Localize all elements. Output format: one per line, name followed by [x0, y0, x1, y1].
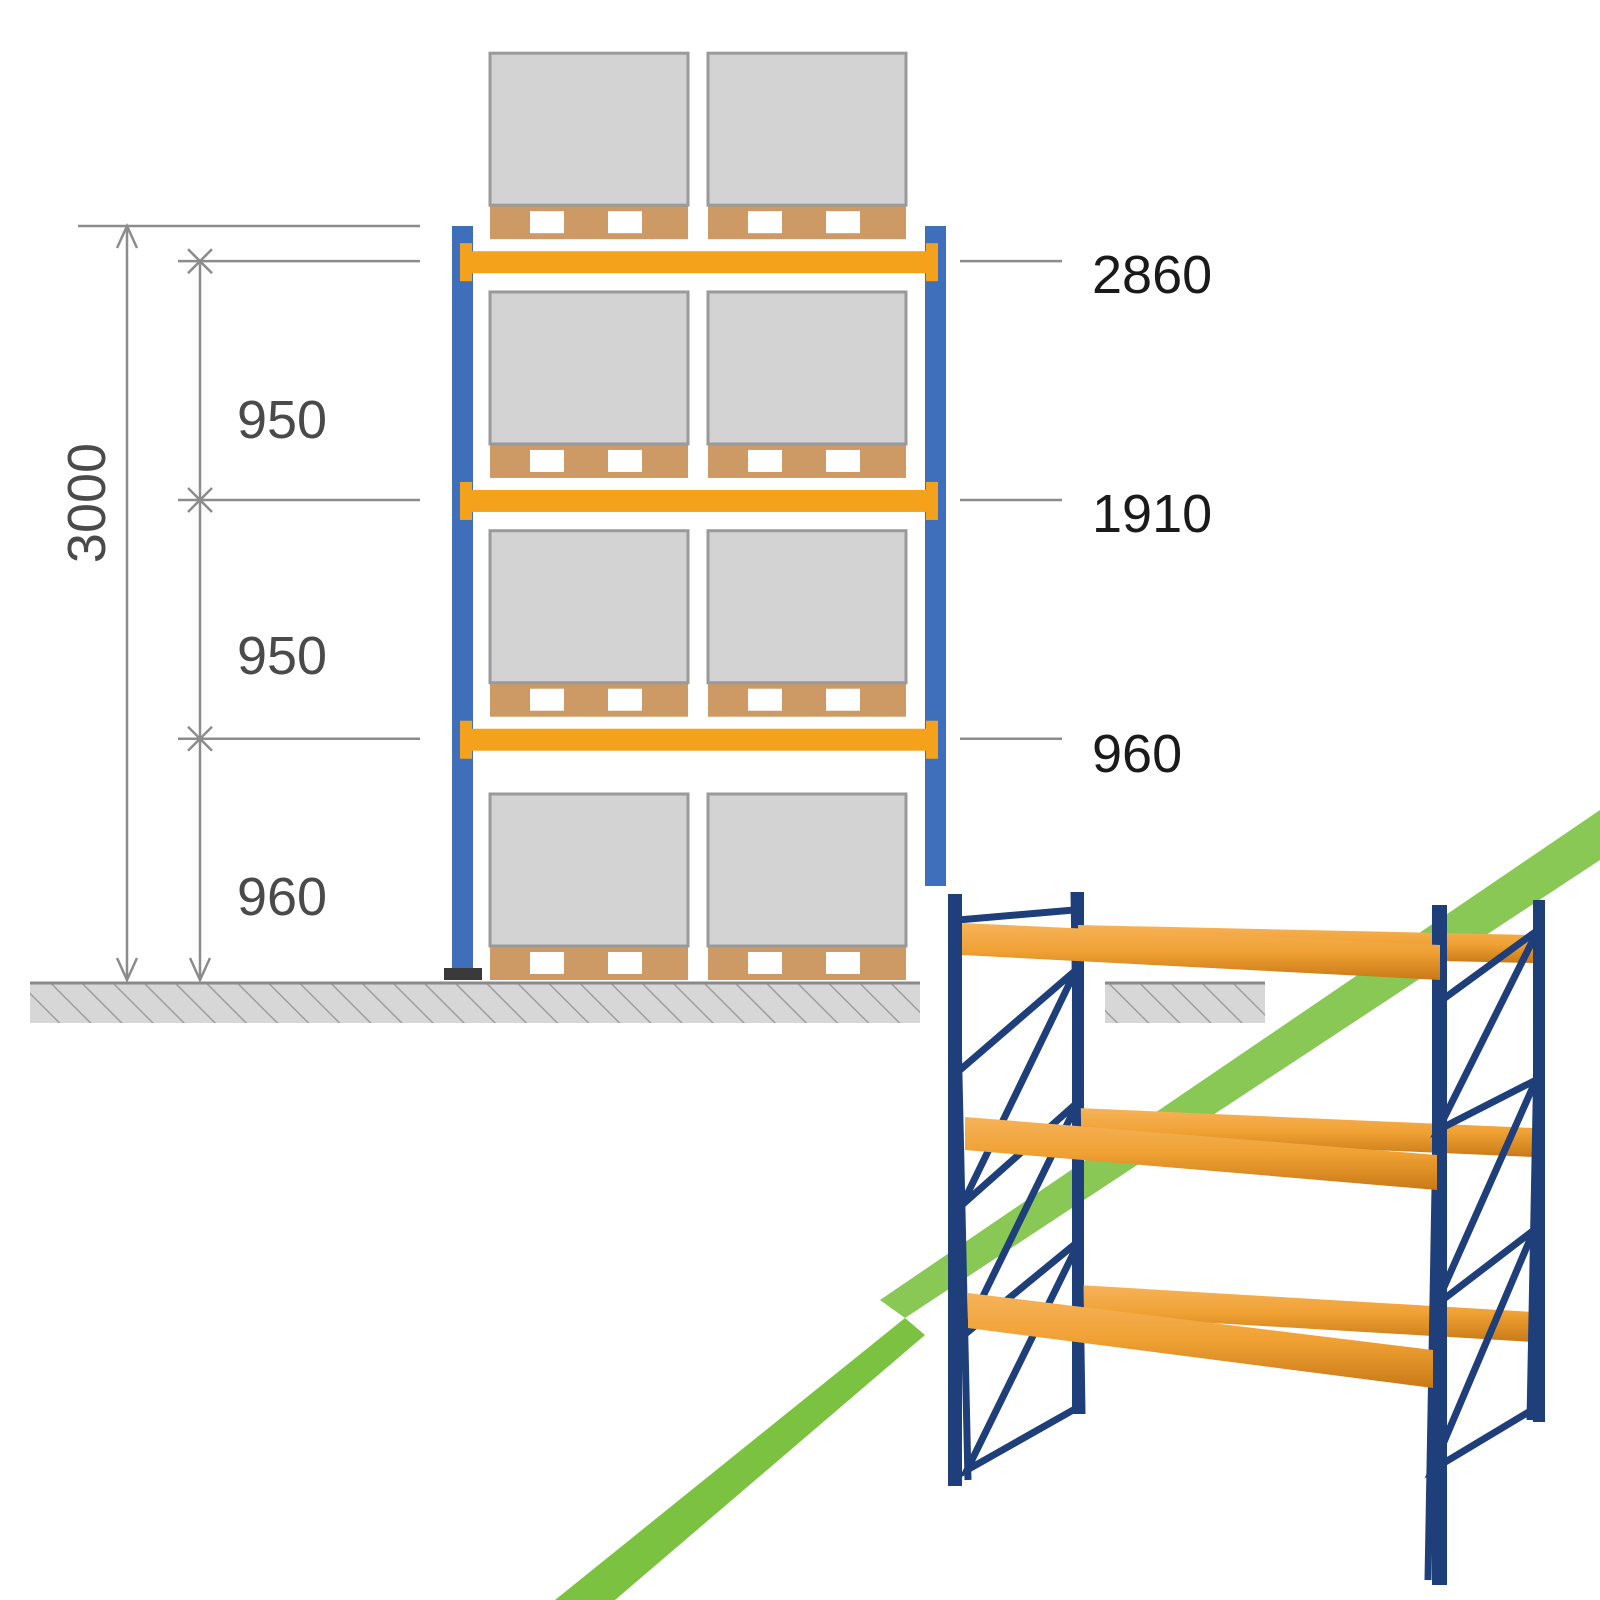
pallet-opening: [748, 449, 782, 472]
rack-3d-illustration: [948, 891, 1545, 1585]
beam-level-label-bottom: 960: [1092, 724, 1182, 784]
shelf-beam: [460, 251, 938, 274]
pallet-opening: [748, 952, 782, 974]
pallet-load: [488, 792, 690, 980]
pallet-opening: [530, 211, 564, 234]
tick-mark: [187, 487, 213, 513]
pallet: [708, 443, 906, 478]
tick-mark: [187, 248, 213, 275]
cargo-box: [488, 51, 690, 207]
pallet-load: [706, 792, 908, 980]
cargo-box: [488, 290, 690, 446]
pallet: [708, 205, 906, 240]
spacing-label-bottom: 960: [237, 867, 327, 927]
pallet-opening: [530, 952, 564, 974]
beam-connector-left: [460, 481, 472, 520]
pallet-load: [488, 290, 690, 478]
pallet-opening: [826, 688, 860, 711]
pallet-load: [706, 51, 908, 240]
cargo-box: [488, 529, 690, 685]
rack-3d-right-front-upright: [1432, 905, 1447, 1585]
rack-beams: [460, 243, 938, 759]
beam-connector-right: [926, 481, 938, 520]
pallet: [708, 682, 906, 717]
pallet: [490, 682, 688, 717]
beam-connector-right: [926, 243, 938, 282]
pallet-opening: [748, 211, 782, 234]
rack-3d-left-front-upright: [948, 894, 962, 1486]
beam-connector-right: [926, 720, 938, 759]
pallet-opening: [530, 449, 564, 472]
dimension-lines: [78, 222, 1062, 984]
pallet-load: [488, 51, 690, 240]
pallet-loads: [488, 51, 908, 980]
arrow-up: [115, 222, 139, 249]
pallet: [708, 946, 906, 980]
overall-height-label: 3000: [57, 443, 117, 563]
arrow-down: [115, 957, 139, 984]
cargo-box: [488, 792, 690, 948]
pallet-opening: [748, 688, 782, 711]
rack-3d-front-beams: [962, 923, 1440, 1388]
beam-connector-left: [460, 243, 472, 282]
spacing-label-middle: 950: [237, 626, 327, 686]
cargo-box: [706, 290, 908, 446]
pallet-load: [706, 290, 908, 478]
pallet: [490, 946, 688, 980]
pallet-opening: [608, 449, 642, 472]
shelf-beam: [460, 489, 938, 512]
pallet-opening: [826, 211, 860, 234]
spacing-label-top: 950: [237, 390, 327, 450]
pallet: [490, 443, 688, 478]
cargo-box: [706, 792, 908, 948]
floor-section-right: [1105, 981, 1265, 1023]
pallet: [490, 205, 688, 240]
beam-connector-left: [460, 720, 472, 759]
tick-mark: [187, 725, 213, 752]
beam-level-label-top: 2860: [1092, 245, 1212, 305]
pallet-opening: [608, 688, 642, 711]
pallet-opening: [530, 688, 564, 711]
cargo-box: [706, 529, 908, 685]
pallet-opening: [826, 449, 860, 472]
floor-section-left: [30, 981, 920, 1023]
pallet-load: [488, 529, 690, 717]
pallet-opening: [826, 952, 860, 974]
beam-level-label-middle: 1910: [1092, 484, 1212, 544]
pallet-opening: [608, 211, 642, 234]
shelf-beam: [460, 728, 938, 751]
pallet-load: [706, 529, 908, 717]
pallet-opening: [608, 952, 642, 974]
arrow-down: [188, 957, 212, 984]
cargo-box: [706, 51, 908, 207]
